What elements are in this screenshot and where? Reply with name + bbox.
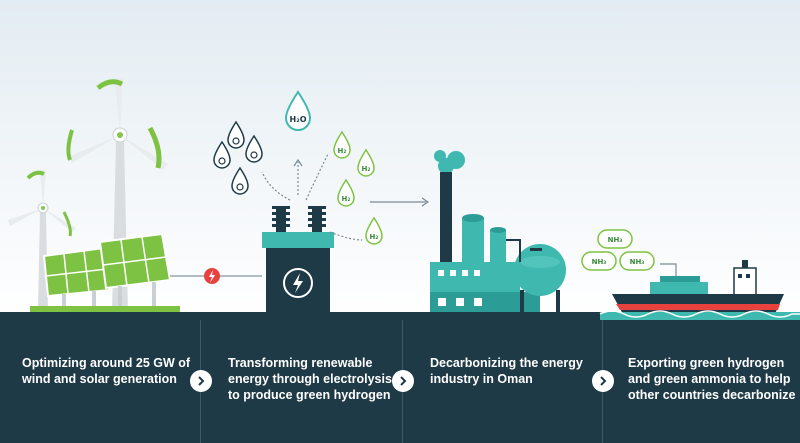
step-1-line-1: Optimizing around 25 GW of <box>22 356 191 370</box>
ammonia-label: NH₃ <box>630 258 645 266</box>
chevron-right-icon <box>400 376 407 386</box>
hydrogen-label: H₂ <box>362 165 371 173</box>
illustration-scene: H₂O H₂ H₂ H₂ H₂ <box>0 0 800 320</box>
ammonia-tank-icon: NH₃ <box>597 229 633 249</box>
step-2-text: Transforming renewable energy through el… <box>228 355 392 403</box>
step-2-line-3: to produce green hydrogen <box>228 388 391 402</box>
sea-waves <box>599 310 800 320</box>
step-1-text: Optimizing around 25 GW of wind and sola… <box>22 355 190 387</box>
step-2-line-1: Transforming renewable <box>228 356 373 370</box>
step-2-line-2: energy through electrolysis <box>228 372 392 386</box>
step-3-text: Decarbonizing the energy industry in Oma… <box>430 355 583 387</box>
next-step-button[interactable] <box>190 370 212 392</box>
ammonia-tank-icon: NH₃ <box>581 251 617 271</box>
water-label: H₂O <box>290 115 307 124</box>
solar-panel-icon <box>42 246 112 312</box>
ammonia-tank-icon: NH₃ <box>619 251 655 271</box>
next-step-button[interactable] <box>592 370 614 392</box>
water-drop-icon: H₂O <box>284 90 312 131</box>
hydrogen-drop-icon: H₂ <box>365 216 383 245</box>
wind-turbine-icon <box>8 170 76 312</box>
oxygen-drop-icon <box>213 120 263 195</box>
electrolyzer-icon <box>262 206 334 312</box>
ship-icon <box>612 260 784 316</box>
step-4-line-2: and green ammonia to help <box>628 372 791 386</box>
hydrogen-drop-icon: H₂ <box>357 148 375 177</box>
hydrogen-drop-icon: H₂ <box>337 178 355 207</box>
solar-panel-icon <box>98 232 172 312</box>
lightning-icon <box>204 268 220 284</box>
step-1-line-2: wind and solar generation <box>22 372 177 386</box>
step-3-line-2: industry in Oman <box>430 372 533 386</box>
step-4-line-3: other countries decarbonize <box>628 388 796 402</box>
step-4-text: Exporting green hydrogen and green ammon… <box>628 355 795 403</box>
chevron-right-icon <box>198 376 205 386</box>
hydrogen-drop-icon: H₂ <box>333 130 351 159</box>
ammonia-label: NH₃ <box>592 258 607 266</box>
step-4-line-1: Exporting green hydrogen <box>628 356 785 370</box>
ammonia-label: NH₃ <box>608 236 623 244</box>
chevron-right-icon <box>600 376 607 386</box>
hydrogen-label: H₂ <box>370 233 379 241</box>
step-3-line-1: Decarbonizing the energy <box>430 356 583 370</box>
hydrogen-label: H₂ <box>338 147 347 155</box>
hydrogen-label: H₂ <box>342 195 351 203</box>
next-step-button[interactable] <box>392 370 414 392</box>
refinery-icon <box>430 150 566 312</box>
